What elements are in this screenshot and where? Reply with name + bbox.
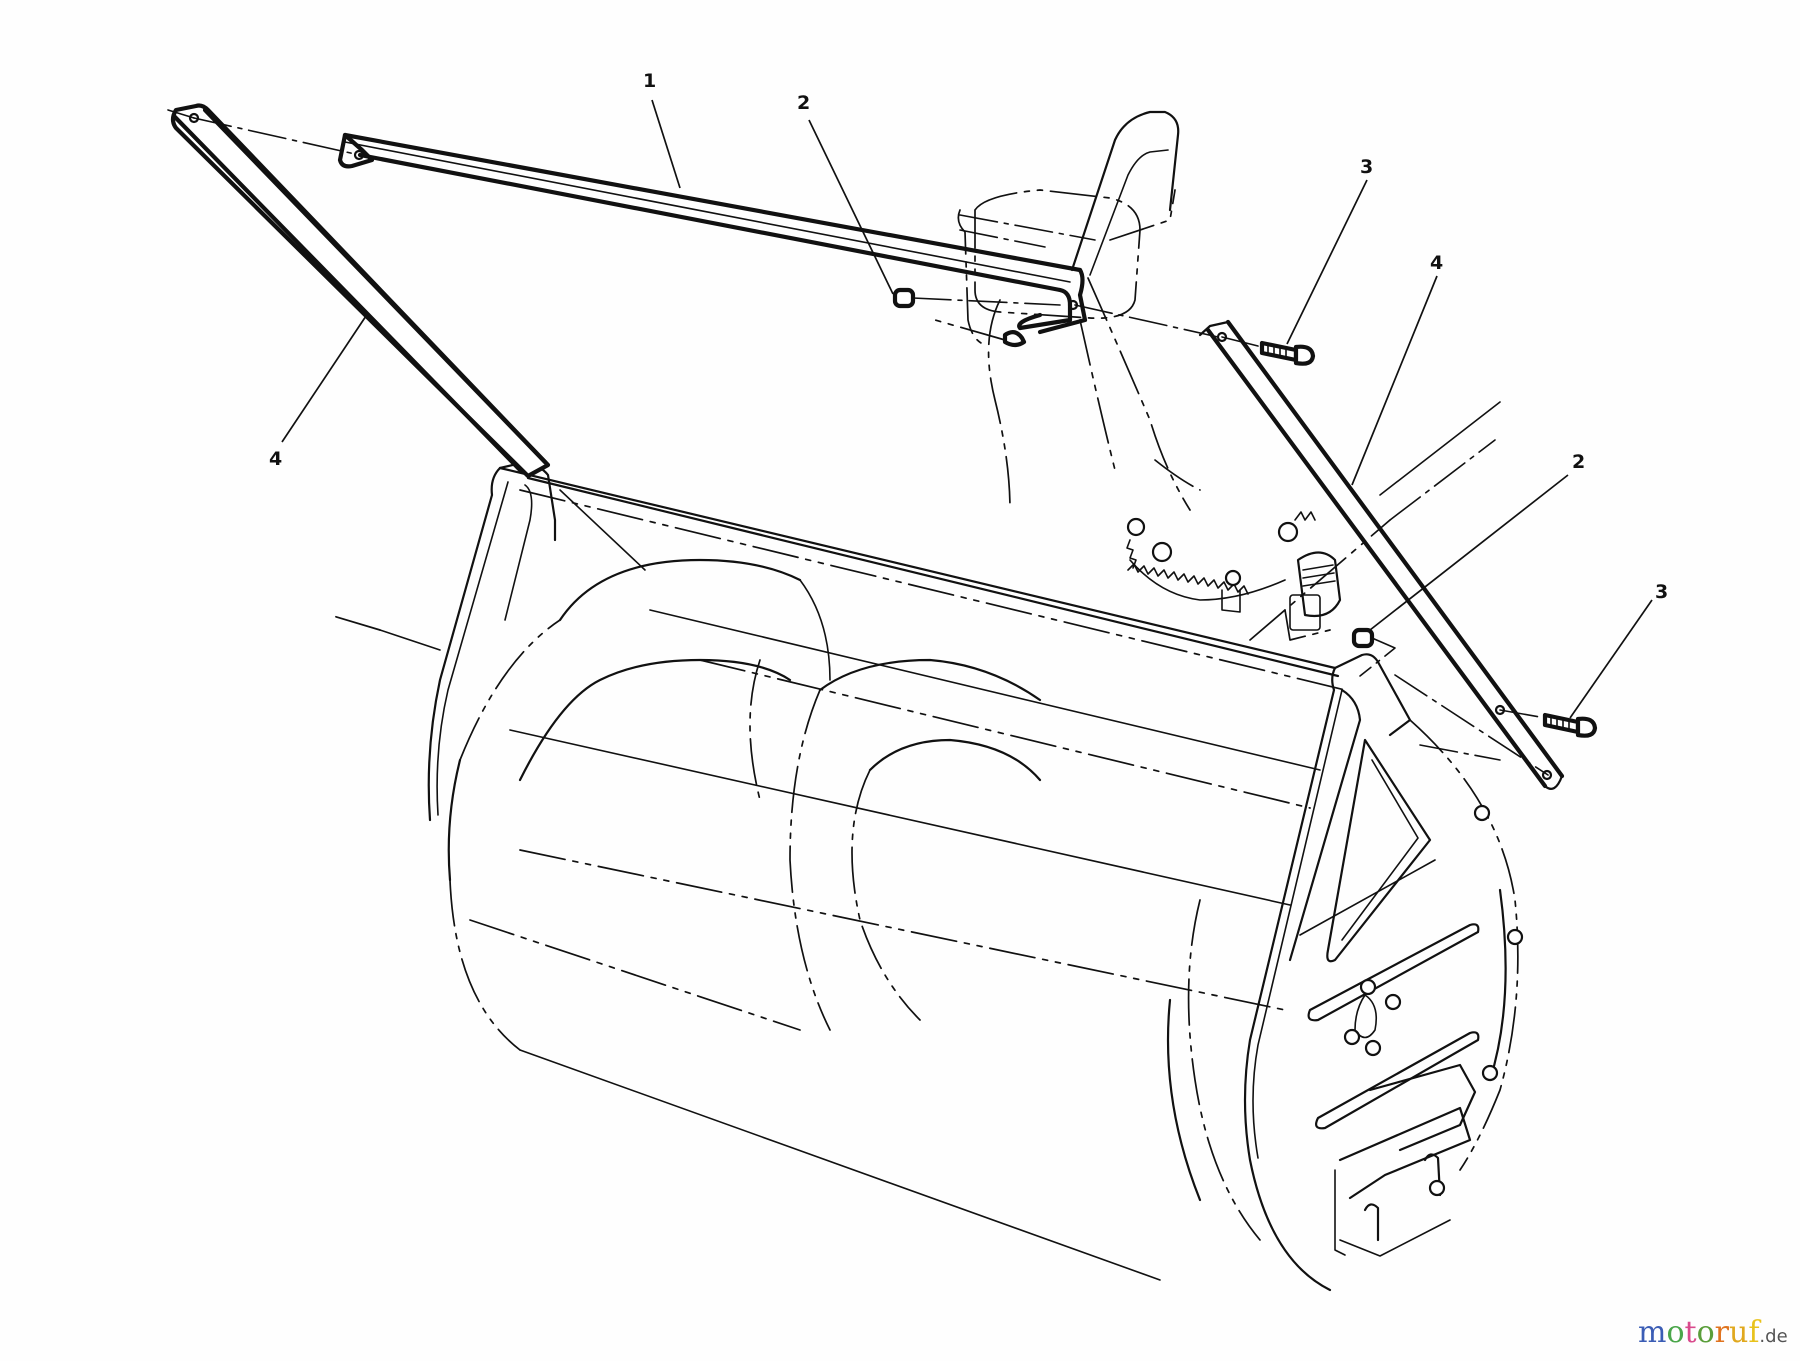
callout-part-2-right: 2 xyxy=(1572,451,1586,473)
auger-housing xyxy=(329,460,1346,1281)
assembly-lines xyxy=(167,109,1549,776)
part-1-upper-brace xyxy=(337,132,1088,335)
gear-mechanism xyxy=(1126,511,1342,641)
callout-part-4-right: 4 xyxy=(1430,252,1444,274)
callout-part-3-upper: 3 xyxy=(1360,156,1374,178)
callout-part-3-lower: 3 xyxy=(1655,581,1669,603)
part-4-left-strap xyxy=(170,103,551,479)
right-end-plate xyxy=(1243,653,1524,1292)
callout-part-4-left: 4 xyxy=(269,448,283,470)
motoruf-watermark-logo: motoruf.de xyxy=(1638,1315,1788,1350)
callout-part-1: 1 xyxy=(643,70,657,92)
discharge-chute xyxy=(957,110,1501,641)
callout-part-2-left: 2 xyxy=(797,92,811,114)
bolt-lower xyxy=(1499,709,1598,738)
part-2-nuts xyxy=(892,287,1396,677)
bolt-upper xyxy=(1221,336,1316,366)
part-3-bolts xyxy=(1221,336,1598,738)
part-4-right-strap xyxy=(1198,319,1565,790)
leader-lines xyxy=(281,99,1653,719)
